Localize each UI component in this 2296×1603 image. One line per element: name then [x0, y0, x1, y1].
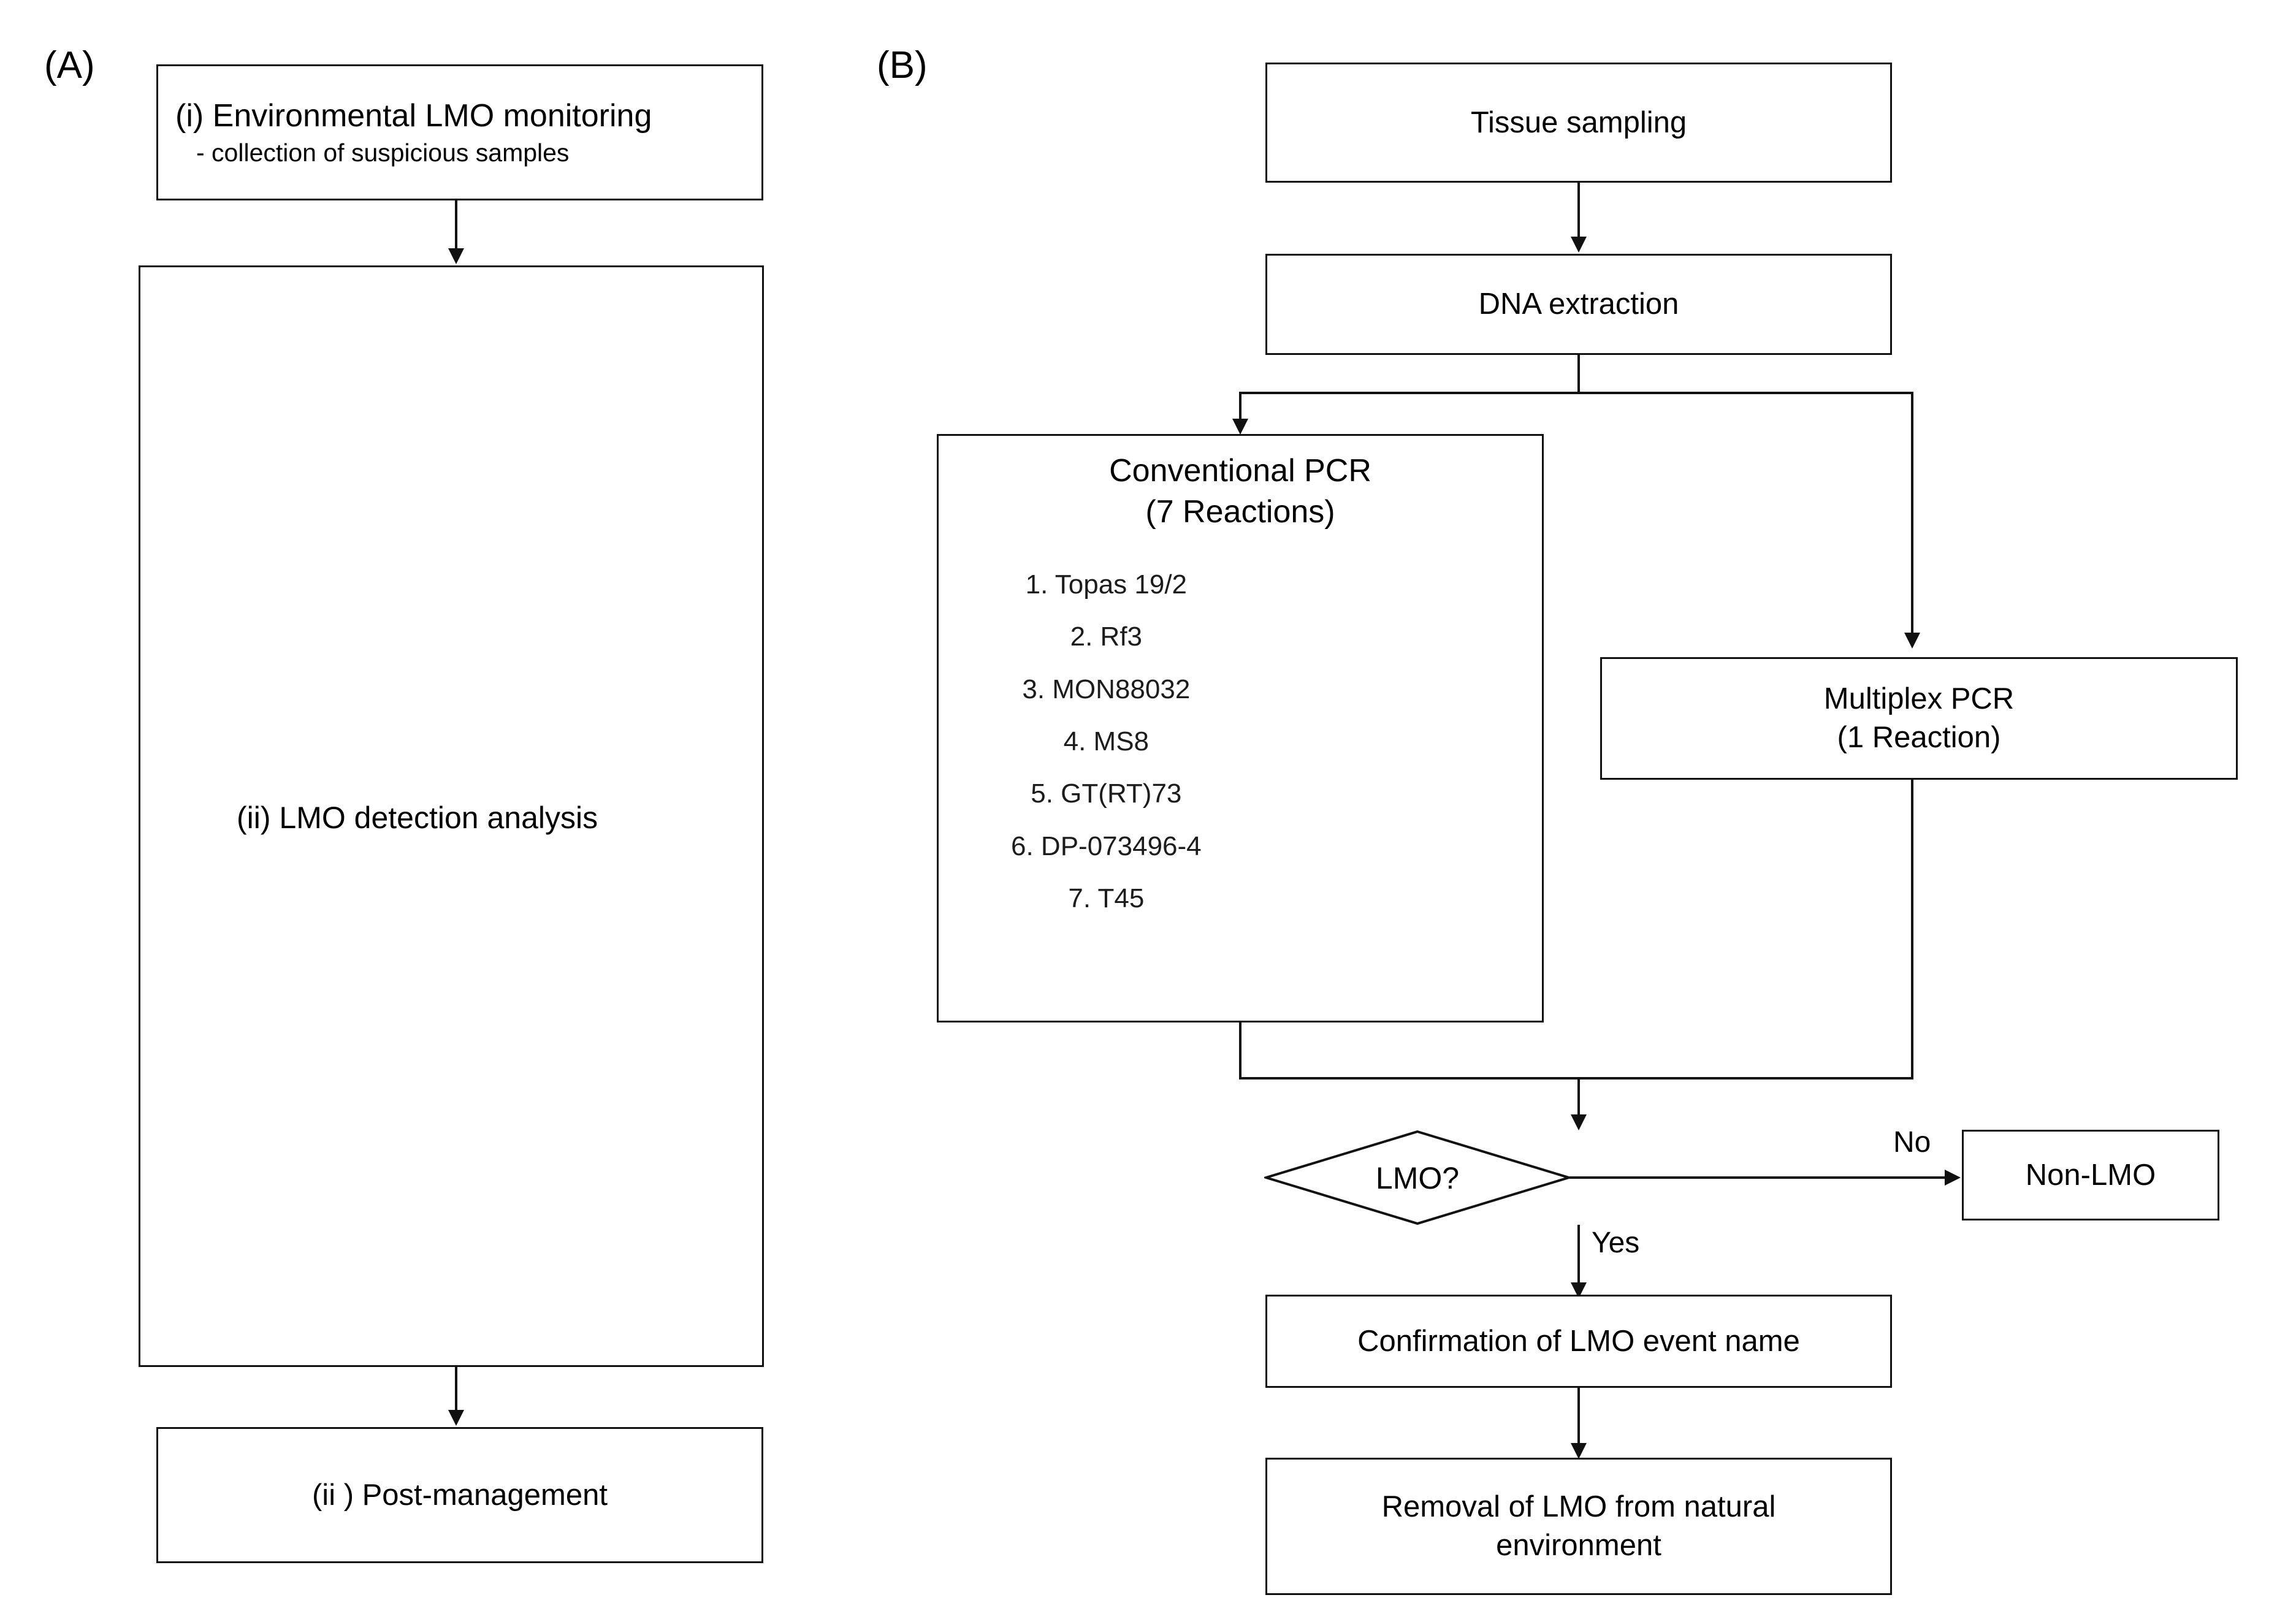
node-post-management[interactable]: (ii ) Post-management [156, 1427, 763, 1563]
node-lmo-decision[interactable]: LMO? [1264, 1130, 1571, 1225]
connector-a-step2-to-step3 [455, 1367, 457, 1412]
node-dna-extraction-label: DNA extraction [1478, 287, 1679, 321]
connector-a-step1-to-step2 [455, 200, 457, 251]
diamond-shape [1264, 1130, 1571, 1225]
node-tissue-sampling-label: Tissue sampling [1470, 105, 1687, 139]
node-non-lmo[interactable]: Non-LMO [1962, 1130, 2219, 1220]
node-multiplex-pcr[interactable]: Multiplex PCR (1 Reaction) [1600, 657, 2238, 780]
node-removal-line1: Removal of LMO from natural [1381, 1490, 1776, 1524]
node-conventional-pcr-title-line2: (7 Reactions) [1145, 493, 1335, 530]
reaction-item: 5. GT(RT)73 [1031, 779, 1182, 809]
connector-split-to-conventional [1239, 392, 1241, 422]
connector-decision-to-confirmation [1577, 1225, 1580, 1286]
connector-dna-split-bar [1239, 392, 1913, 394]
node-multiplex-pcr-line1: Multiplex PCR [1823, 682, 2015, 716]
reaction-item: 4. MS8 [1063, 726, 1150, 756]
connector-multiplex-merge-stem [1911, 780, 1913, 1079]
node-tissue-sampling[interactable]: Tissue sampling [1265, 63, 1892, 183]
connector-merge-to-decision [1577, 1077, 1580, 1118]
arrowhead-tissue-to-dna [1571, 237, 1587, 253]
connector-conventional-merge-stem [1239, 1022, 1241, 1079]
panel-b-label: (B) [877, 44, 928, 86]
arrowhead-confirmation-to-removal [1571, 1443, 1587, 1459]
reaction-item: 2. Rf3 [1070, 622, 1143, 652]
conventional-pcr-reaction-list: 1. Topas 19/2 2. Rf3 3. MON88032 4. MS8 … [1011, 568, 1202, 934]
node-lmo-detection-analysis-label: (ii) LMO detection analysis [237, 801, 598, 835]
arrowhead-merge-to-decision [1571, 1114, 1587, 1130]
connector-dna-split-stem [1577, 355, 1580, 394]
reaction-item: 3. MON88032 [1022, 674, 1191, 704]
connector-decision-to-non-lmo [1569, 1176, 1946, 1179]
node-lmo-detection-analysis[interactable] [139, 265, 764, 1367]
node-environmental-lmo-monitoring-text: (i) Environmental LMO monitoring - colle… [164, 96, 755, 169]
node-multiplex-pcr-line2: (1 Reaction) [1837, 721, 2001, 754]
node-removal-label: Removal of LMO from natural environment [1273, 1488, 1884, 1564]
node-confirmation-label: Confirmation of LMO event name [1357, 1324, 1800, 1358]
node-conventional-pcr-title-line1: Conventional PCR [1109, 453, 1371, 489]
arrowhead-a-step2-to-step3 [448, 1410, 464, 1426]
node-removal-of-lmo[interactable]: Removal of LMO from natural environment [1265, 1458, 1892, 1595]
reaction-item: 7. T45 [1068, 883, 1145, 913]
node-environmental-lmo-monitoring-line2: - collection of suspicious samples [196, 139, 570, 167]
connector-merge-bar [1239, 1077, 1913, 1079]
node-environmental-lmo-monitoring-line1: (i) Environmental LMO monitoring [175, 98, 652, 134]
arrowhead-split-to-conventional [1232, 419, 1248, 435]
connector-confirmation-to-removal [1577, 1388, 1580, 1447]
node-multiplex-pcr-label: Multiplex PCR (1 Reaction) [1608, 680, 2230, 756]
arrowhead-decision-to-non-lmo [1945, 1170, 1961, 1186]
node-conventional-pcr-title: Conventional PCR (7 Reactions) [939, 451, 1542, 532]
reaction-item: 6. DP-073496-4 [1011, 831, 1202, 861]
edge-label-no: No [1893, 1126, 1931, 1159]
arrowhead-a-step1-to-step2 [448, 248, 464, 264]
node-post-management-label: (ii ) Post-management [311, 1478, 608, 1512]
node-confirmation-of-lmo-event-name[interactable]: Confirmation of LMO event name [1265, 1295, 1892, 1388]
arrowhead-split-to-multiplex [1904, 633, 1920, 649]
node-non-lmo-label: Non-LMO [2025, 1158, 2156, 1192]
node-environmental-lmo-monitoring[interactable]: (i) Environmental LMO monitoring - colle… [156, 64, 763, 200]
reaction-item: 1. Topas 19/2 [1025, 569, 1188, 600]
panel-a-label: (A) [44, 44, 95, 86]
node-lmo-decision-label: LMO? [1375, 1161, 1460, 1195]
edge-label-yes: Yes [1592, 1227, 1640, 1259]
node-removal-line2: environment [1496, 1529, 1661, 1562]
node-conventional-pcr[interactable]: Conventional PCR (7 Reactions) 1. Topas … [937, 434, 1544, 1022]
connector-tissue-to-dna [1577, 183, 1580, 239]
node-dna-extraction[interactable]: DNA extraction [1265, 254, 1892, 355]
connector-split-to-multiplex [1911, 392, 1913, 636]
